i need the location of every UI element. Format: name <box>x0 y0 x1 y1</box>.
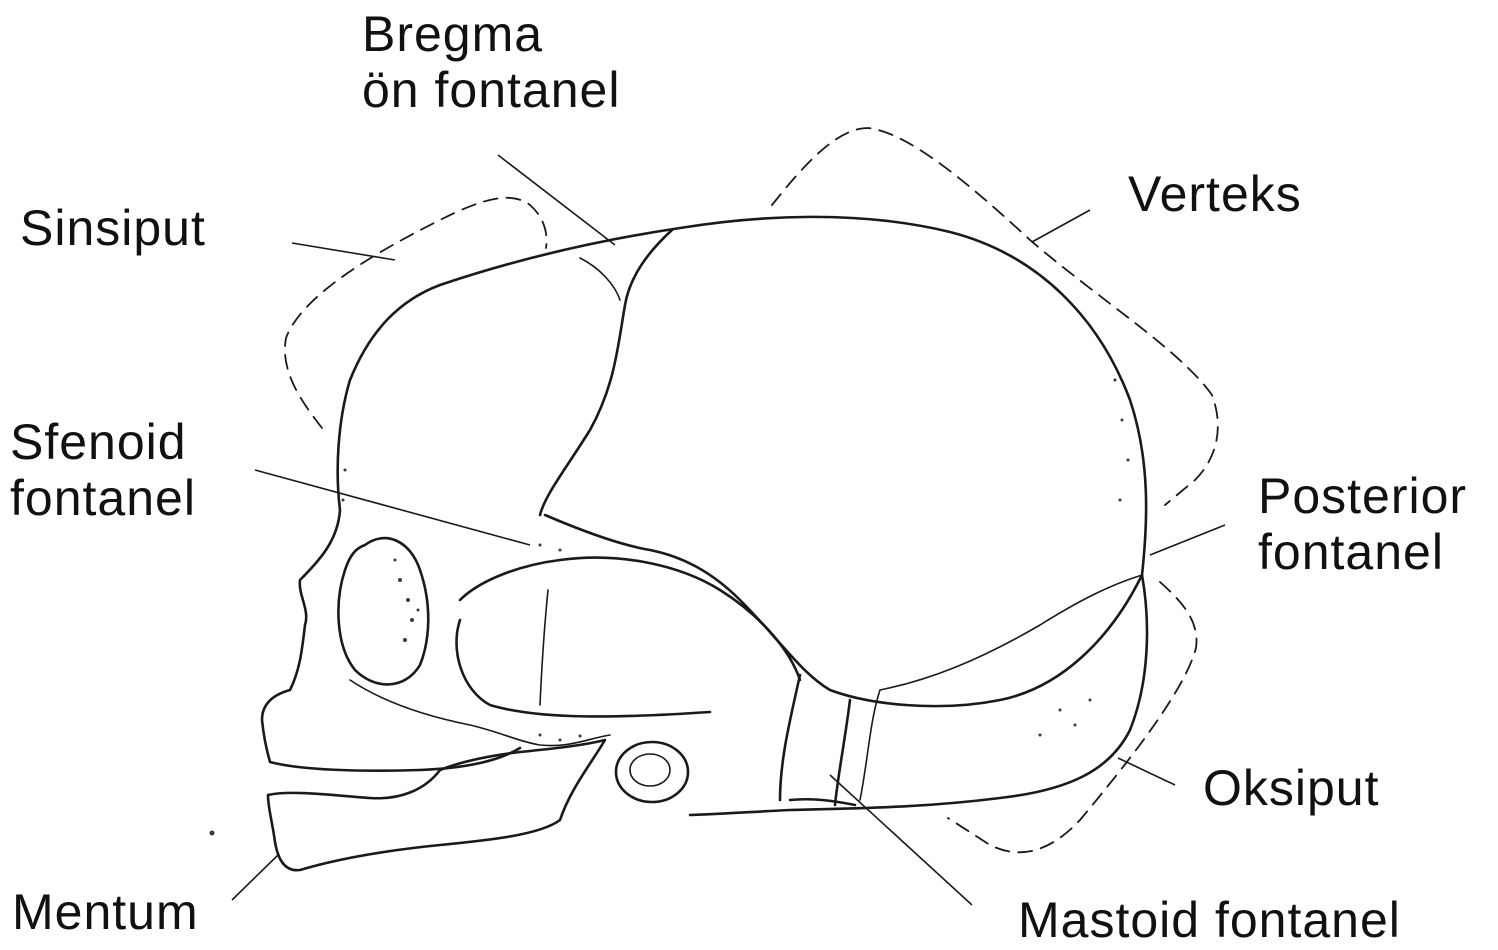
squamosal-suture <box>545 515 1142 706</box>
sfenoid-label: Sfenoid fontanel <box>10 414 196 526</box>
maxilla <box>350 680 610 746</box>
posterior-leader <box>1150 525 1225 555</box>
sinsiput-region-outline <box>285 198 547 428</box>
mastoid-label: Mastoid fontanel <box>1018 892 1401 948</box>
oksiput-region-outline <box>948 582 1197 852</box>
mentum-label: Mentum <box>12 884 199 940</box>
external-auditory-meatus <box>616 742 688 802</box>
lambdoid-suture <box>880 575 1142 690</box>
zygomatic-arch <box>457 620 710 716</box>
bregma-label-line2: ön fontanel <box>362 62 620 118</box>
verteks-leader <box>1032 210 1090 242</box>
coronal-suture <box>540 230 672 515</box>
temporal-bone <box>460 558 800 680</box>
sfenoid-label-line1: Sfenoid <box>10 414 196 470</box>
bregma-label: Bregma ön fontanel <box>362 6 620 118</box>
oksiput-leader <box>1118 758 1175 785</box>
specimen-dot <box>210 831 215 836</box>
mentum-leader <box>232 855 278 900</box>
posterior-label-line2: fontanel <box>1258 524 1467 580</box>
sfenoid-leader <box>255 470 530 545</box>
posterior-label-line1: Posterior <box>1258 468 1467 524</box>
anterior-fontanel-edge <box>580 258 620 300</box>
greater-wing <box>540 590 548 705</box>
sfenoid-label-line2: fontanel <box>10 470 196 526</box>
verteks-label: Verteks <box>1128 166 1302 222</box>
mandible <box>268 740 605 870</box>
sinsiput-label: Sinsiput <box>20 200 206 256</box>
orbit <box>338 538 428 684</box>
bregma-leader <box>498 155 615 245</box>
oksiput-label: Oksiput <box>1203 760 1380 816</box>
occipital-lower <box>860 690 880 800</box>
bregma-label-line1: Bregma <box>362 6 620 62</box>
face-profile <box>262 510 520 771</box>
stippling <box>342 379 1130 742</box>
mastoid-leader <box>830 775 972 905</box>
sinsiput-leader <box>292 243 395 260</box>
skull-outline <box>338 217 1147 815</box>
posterior-label: Posterior fontanel <box>1258 468 1467 580</box>
auditory-meatus-inner <box>630 754 670 786</box>
